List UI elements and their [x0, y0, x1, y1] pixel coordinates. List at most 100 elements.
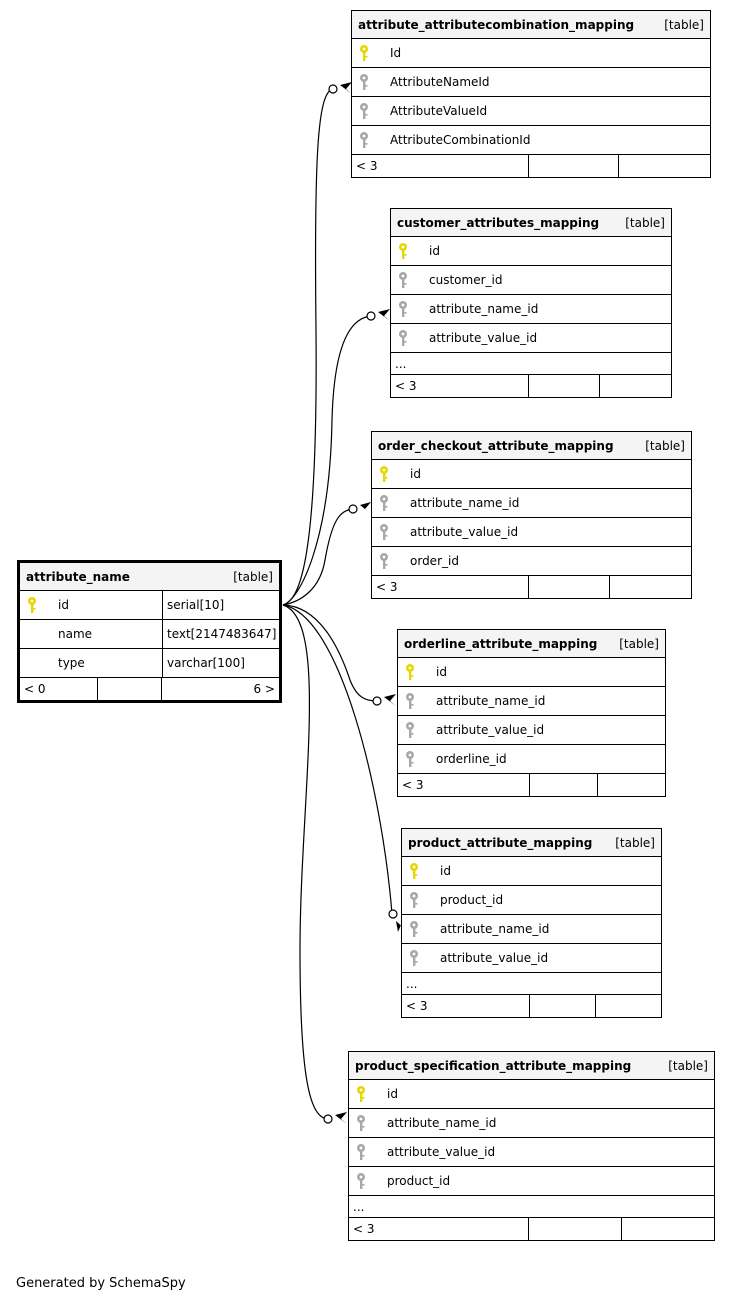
column-row[interactable]: customer_id — [391, 266, 671, 295]
children-count — [610, 576, 691, 598]
column-row[interactable]: AttributeValueId — [352, 97, 710, 126]
optional-marker — [366, 311, 376, 321]
foreign-key-icon — [410, 921, 418, 937]
column-row[interactable]: attribute_value_id — [402, 944, 661, 973]
column-row[interactable]: attribute_value_id — [391, 324, 671, 353]
children-count[interactable]: 6 > — [253, 682, 275, 696]
column-row[interactable]: id — [349, 1080, 714, 1109]
column-row[interactable]: Id — [352, 39, 710, 68]
column-name: attribute_name_id — [429, 302, 539, 316]
foreign-key-icon — [410, 950, 418, 966]
table-name: order_checkout_attribute_mapping — [378, 438, 614, 453]
table-order-checkout-attribute-mapping[interactable]: order_checkout_attribute_mapping [table] i… — [371, 431, 692, 599]
column-row[interactable]: id — [372, 460, 691, 489]
column-name: id — [436, 665, 447, 679]
foreign-key-icon — [399, 330, 407, 346]
column-row[interactable]: name text[2147483647] — [20, 620, 279, 649]
foreign-key-icon — [399, 301, 407, 317]
column-row[interactable]: attribute_value_id — [372, 518, 691, 547]
foreign-key-icon — [406, 722, 414, 738]
column-row[interactable]: product_id — [402, 886, 661, 915]
arrow-head — [360, 502, 371, 514]
column-row[interactable]: order_id — [372, 547, 691, 576]
column-row[interactable]: product_id — [349, 1167, 714, 1196]
column-row[interactable]: attribute_name_id — [391, 295, 671, 324]
column-row[interactable]: attribute_name_id — [402, 915, 661, 944]
table-attribute-attributecombination-mapping[interactable]: attribute_attributecombination_mapping[t… — [351, 10, 711, 178]
column-name: id — [58, 598, 69, 612]
arrow-head — [340, 82, 352, 94]
children-count — [598, 774, 665, 796]
parents-count[interactable]: < 0 — [20, 678, 98, 700]
edge-attribute-combination — [282, 88, 334, 606]
primary-key-icon — [28, 597, 36, 613]
foreign-key-icon — [380, 524, 388, 540]
footer-mid — [530, 774, 598, 796]
foreign-key-icon — [406, 751, 414, 767]
column-row[interactable]: attribute_value_id — [398, 716, 665, 745]
column-row[interactable]: id — [402, 857, 661, 886]
foreign-key-icon — [406, 693, 414, 709]
table-name: customer_attributes_mapping — [397, 215, 600, 230]
table-type-label: [table] — [645, 438, 685, 453]
primary-key-icon — [410, 863, 418, 879]
column-type: text[2147483647] — [162, 620, 276, 648]
column-name: AttributeValueId — [390, 104, 488, 118]
primary-key-icon — [399, 243, 407, 259]
arrow-head — [396, 921, 406, 932]
table-attribute-name[interactable]: attribute_name [table] id serial[10] nam… — [17, 560, 282, 703]
column-row[interactable]: id — [391, 237, 671, 266]
footer-mid — [529, 155, 619, 177]
table-footer: < 3 — [402, 995, 661, 1017]
column-name: attribute_value_id — [387, 1145, 496, 1159]
table-type-label: [table] — [668, 1058, 708, 1073]
column-row[interactable]: id serial[10] — [20, 591, 279, 620]
edge-product-specification — [282, 604, 329, 1120]
table-type-label: [table] — [619, 636, 659, 651]
children-count — [600, 375, 671, 397]
table-footer: < 0 6 > — [20, 678, 279, 700]
parents-count[interactable]: < 3 — [391, 375, 529, 397]
primary-key-icon — [406, 664, 414, 680]
column-row[interactable]: orderline_id — [398, 745, 665, 774]
parents-count[interactable]: < 3 — [402, 995, 530, 1017]
table-footer: < 3 — [398, 774, 665, 796]
footer-mid — [530, 995, 596, 1017]
foreign-key-icon — [410, 892, 418, 908]
table-product-specification-attribute-mapping[interactable]: product_specification_attribute_mapping[… — [348, 1051, 715, 1241]
column-row[interactable]: attribute_name_id — [372, 489, 691, 518]
column-row[interactable]: attribute_name_id — [349, 1109, 714, 1138]
arrow-head — [378, 309, 390, 321]
children-count — [596, 995, 661, 1017]
column-row[interactable]: attribute_value_id — [349, 1138, 714, 1167]
table-type-label: [table] — [233, 569, 273, 584]
parents-count[interactable]: < 3 — [398, 774, 530, 796]
column-name: attribute_name_id — [436, 694, 546, 708]
parents-count[interactable]: < 3 — [349, 1218, 529, 1240]
column-row[interactable]: attribute_name_id — [398, 687, 665, 716]
column-name: product_id — [440, 893, 504, 907]
foreign-key-icon — [360, 132, 368, 148]
table-name: attribute_attributecombination_mapping — [358, 17, 635, 32]
column-row[interactable]: AttributeNameId — [352, 68, 710, 97]
parents-count[interactable]: < 3 — [372, 576, 529, 598]
edge-orderline — [282, 604, 378, 702]
column-name: attribute_value_id — [436, 723, 545, 737]
parents-count[interactable]: < 3 — [352, 155, 529, 177]
column-row[interactable]: AttributeCombinationId — [352, 126, 710, 155]
column-type: varchar[100] — [162, 649, 245, 677]
foreign-key-icon — [357, 1173, 365, 1189]
foreign-key-icon — [357, 1144, 365, 1160]
column-name: id — [429, 244, 440, 258]
column-name: attribute_name_id — [387, 1116, 497, 1130]
column-row[interactable]: type varchar[100] — [20, 649, 279, 678]
more-columns-indicator: ... — [402, 973, 661, 995]
column-name: type — [58, 656, 85, 670]
footer-mid — [98, 678, 162, 700]
column-name: Id — [390, 46, 402, 60]
optional-marker — [323, 1114, 333, 1124]
column-row[interactable]: id — [398, 658, 665, 687]
